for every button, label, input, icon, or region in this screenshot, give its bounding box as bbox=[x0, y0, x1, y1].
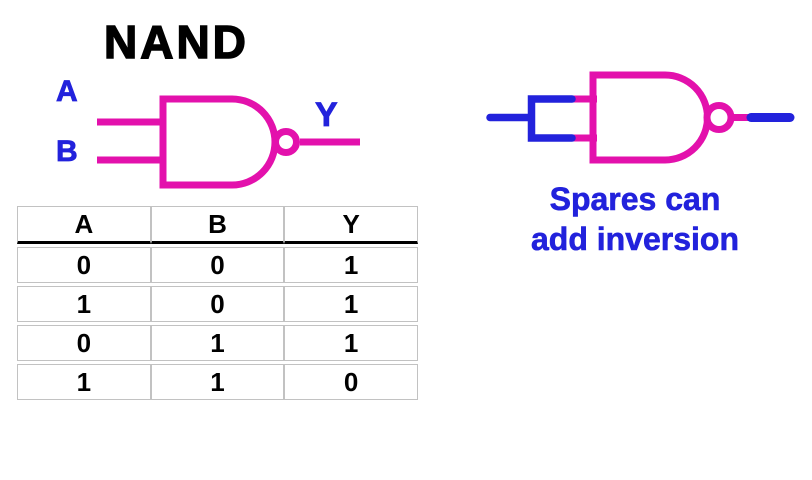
truth-table-header-b: B bbox=[150, 206, 285, 244]
spares-caption: Spares can add inversion bbox=[474, 179, 796, 259]
truth-table-header-y: Y bbox=[284, 206, 418, 244]
output-y-label: Y bbox=[315, 96, 338, 134]
table-cell: 1 bbox=[17, 364, 151, 400]
page-title: NAND bbox=[103, 16, 249, 68]
table-cell: 1 bbox=[284, 325, 418, 361]
table-cell: 1 bbox=[17, 286, 151, 322]
table-row: 1 0 1 bbox=[17, 286, 418, 322]
table-cell: 1 bbox=[150, 364, 285, 400]
spares-caption-line2: add inversion bbox=[530, 221, 740, 258]
gate-input-wires bbox=[97, 118, 166, 164]
tied-input-bracket-wire bbox=[527, 95, 576, 142]
inversion-bubble bbox=[272, 128, 300, 156]
spare-inverter-symbol bbox=[486, 71, 795, 164]
truth-table-header-a: A bbox=[17, 206, 151, 244]
table-cell: 0 bbox=[150, 286, 285, 322]
table-cell: 0 bbox=[17, 325, 151, 361]
truth-table-header-row: A B Y bbox=[17, 206, 418, 244]
truth-table: A B Y 0 0 1 1 0 1 0 1 1 1 1 bbox=[17, 203, 418, 403]
input-a-label: A bbox=[56, 75, 78, 108]
table-cell: 0 bbox=[284, 364, 418, 400]
spare-gate-body bbox=[589, 71, 711, 164]
table-cell: 1 bbox=[150, 325, 285, 361]
gate-body bbox=[159, 95, 279, 189]
nand-gate-symbol bbox=[97, 95, 360, 189]
table-cell: 0 bbox=[150, 247, 285, 283]
table-row: 1 1 0 bbox=[17, 364, 418, 400]
table-cell: 1 bbox=[284, 286, 418, 322]
input-b-label: B bbox=[56, 135, 78, 168]
table-cell: 1 bbox=[284, 247, 418, 283]
table-row: 0 1 1 bbox=[17, 325, 418, 361]
spare-inversion-bubble bbox=[703, 102, 735, 133]
table-cell: 0 bbox=[17, 247, 151, 283]
spares-caption-line1: Spares can bbox=[549, 181, 721, 218]
table-row: 0 0 1 bbox=[17, 247, 418, 283]
